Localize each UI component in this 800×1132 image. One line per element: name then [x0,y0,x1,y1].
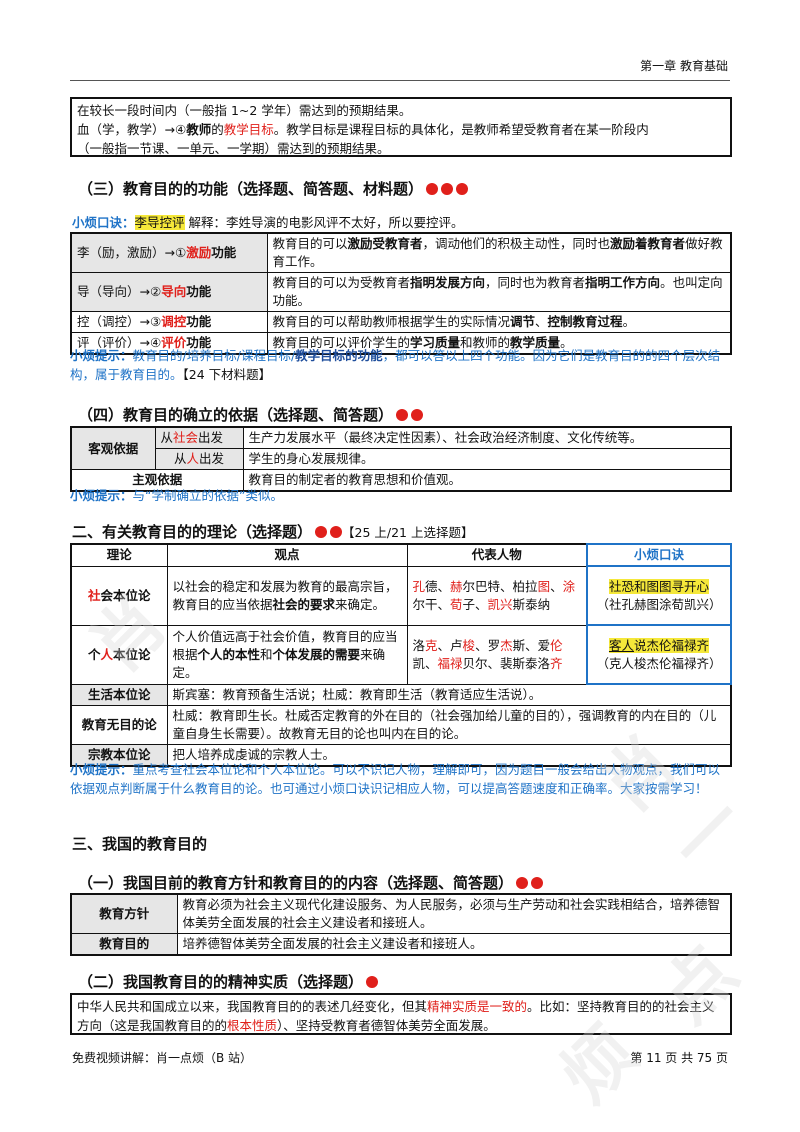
table-row: 教育方针 教育必须为社会主义现代化建设服务、为人民服务，必须与生产劳动和社会实践… [70,893,732,934]
dot-icon [426,183,439,195]
table-row: 宗教本位论 把人培养成虔诚的宗教人士。 [70,744,732,767]
china-sub1-title: （一）我国目前的教育方针和教育目的的内容（选择题、简答题） [78,872,544,893]
table-row: 教育目的 培养德智体美劳全面发展的社会主义建设者和接班人。 [70,933,732,956]
basis-table: 客观依据 从社会出发 生产力发展水平（最终决定性因素）、社会政治经济制度、文化传… [70,426,732,492]
top-line-2: 血（学，教学）→④教师的教学目标。教学目标是课程目标的具体化，是教师希望受教育者… [77,122,649,137]
dot-icon [516,877,529,889]
dot-icon [315,526,328,538]
dot-icon [456,183,469,195]
spirit-box: 中华人民共和国成立以来，我国教育目的的表述几经变化，但其精神实质是一致的。比如：… [70,993,732,1035]
top-line-3: （一般指一节课、一单元、一学期）需达到的预期结果。 [77,141,390,156]
individual-people: 洛克、卢梭、罗杰斯、爱伦凯、福禄贝尔、裴斯泰洛齐 [406,624,588,685]
table-header-row: 理论 观点 代表人物 小烦口诀 [70,543,732,567]
dot-icon [411,409,424,421]
table-row: 主观依据 教育目的制定者的教育思想和价值观。 [70,469,732,492]
table-row: 个人本位论 个人价值远高于社会价值，教育目的应当根据个人的本性和个体发展的需要来… [70,624,732,685]
china-section-title: 三、我国的教育目的 [72,835,208,853]
table-row: 社会本位论 以社会的稳定和发展为教育的最高宗旨，教育目的应当依据社会的要求来确定… [70,565,732,626]
footer-left: 免费视频讲解：肖一点烦（B 站） [72,1051,253,1065]
table-row: 客观依据 从社会出发 生产力发展水平（最终决定性因素）、社会政治经济制度、文化传… [70,426,732,470]
section-4-tip: 小烦提示：与“学制确立的依据”类似。 [70,488,283,503]
theory-tip: 小烦提示：重点考查社会本位论和个人本位论。可以不识记人物，理解即可，因为题目一般… [70,762,721,796]
theory-table: 理论 观点 代表人物 小烦口诀 社会本位论 以社会的稳定和发展为教育的最高宗旨，… [70,543,732,767]
top-line-1: 在较长一段时间内（一般指 1~2 学年）需达到的预期结果。 [77,103,412,118]
table-row: 从人出发 学生的身心发展规律。 [71,448,732,470]
top-box: 在较长一段时间内（一般指 1~2 学年）需达到的预期结果。 血（学，教学）→④教… [70,97,732,157]
table-row: 生活本位论 斯宾塞：教育预备生活说；杜威：教育即生活（教育适应生活说）。 [70,683,732,706]
section-3-title: （三）教育目的的功能（选择题、简答题、材料题） [78,178,469,199]
function-table: 李（励，激励）→①激励功能 教育目的可以激励受教育者，调动他们的积极主动性，同时… [70,232,732,355]
header-divider [70,80,730,81]
dot-icon [441,183,454,195]
mnemonic-line: 小烦口诀：李导控评 解释：李姓导演的电影风评不太好，所以要控评。 [72,215,464,230]
table-row: 导（导向）→②导向功能 教育目的可以为受教育者指明发展方向，同时也为教育者指明工… [70,272,732,312]
section-3-tip: 小烦提示：教育目的/培养目标/课程目标/教学目标的功能，都可以答以上四个功能。因… [70,348,721,382]
table-row: 控（调控）→③调控功能 教育目的可以帮助教师根据学生的实际情况调节、控制教育过程… [70,311,732,333]
dot-icon [366,976,379,988]
chapter-title: 第一章 教育基础 [640,59,728,73]
table-row: 评（评价）→④评价功能 教育目的可以评价学生的学习质量和教师的教学质量。 [70,332,732,355]
dot-icon [330,526,343,538]
table-row: 教育无目的论 杜威：教育即生长。杜威否定教育的外在目的（社会强加给儿童的目的），… [70,705,732,745]
theory-title: 二、有关教育目的的理论（选择题）【25 上/21 上选择题】 [72,523,474,541]
policy-table: 教育方针 教育必须为社会主义现代化建设服务、为人民服务，必须与生产劳动和社会实践… [70,893,732,956]
table-row: 李（励，激励）→①激励功能 教育目的可以激励受教育者，调动他们的积极主动性，同时… [70,232,732,273]
footer-page-number: 第 11 页 共 75 页 [630,1051,728,1065]
dot-icon [396,409,409,421]
dot-icon [531,877,544,889]
social-people: 孔德、赫尔巴特、柏拉图、涂尔干、荀子、凯兴斯泰纳 [406,565,588,626]
section-4-title: （四）教育目的确立的依据（选择题、简答题） [78,404,424,425]
china-sub2-title: （二）我国教育目的的精神实质（选择题） [78,971,379,992]
